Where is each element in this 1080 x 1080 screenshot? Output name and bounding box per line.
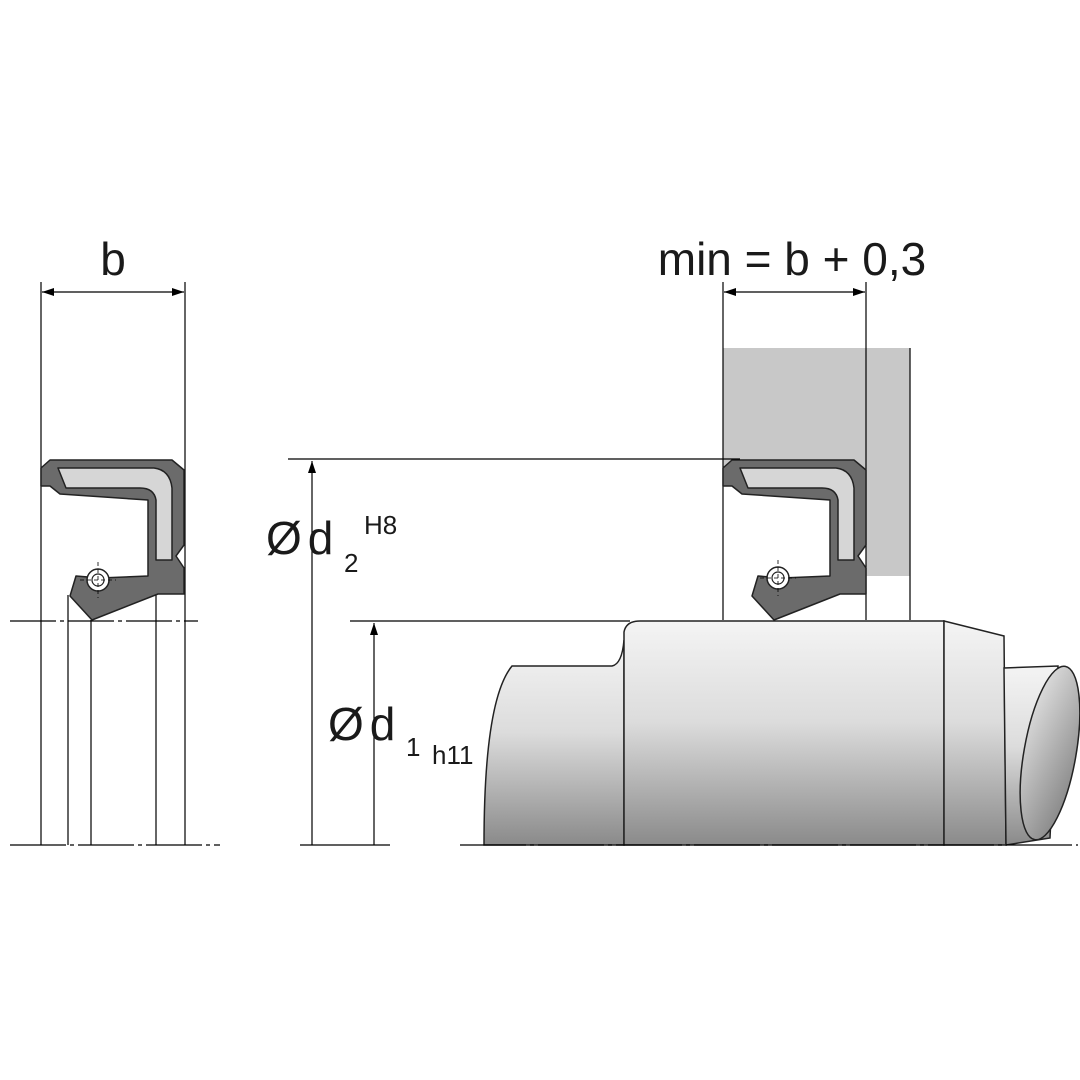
seal-metal-insert bbox=[57, 467, 173, 561]
bore-index: 2 bbox=[344, 548, 358, 578]
dimension-groove-label: min = b + 0,3 bbox=[658, 233, 927, 285]
seal-cross-section-standalone: b bbox=[10, 233, 220, 846]
dimension-b-label: b bbox=[100, 233, 126, 285]
shaft-end-face bbox=[1019, 665, 1080, 841]
bore-letter: d bbox=[308, 512, 334, 564]
installed-garter-spring bbox=[760, 560, 796, 596]
shaft-reduced-section bbox=[483, 639, 625, 846]
installed-seal-insert bbox=[739, 467, 855, 561]
shaft-symbol: Ø bbox=[328, 698, 364, 750]
garter-spring bbox=[80, 562, 116, 598]
bore-symbol: Ø bbox=[266, 512, 302, 564]
shaft-letter: d bbox=[370, 698, 396, 750]
shaft-index: 1 bbox=[406, 732, 420, 762]
bore-tolerance: H8 bbox=[364, 510, 397, 540]
seal-elastomer-body bbox=[40, 459, 185, 621]
shaft-seal-journal bbox=[623, 620, 945, 846]
shaft-chamfer bbox=[943, 620, 1007, 846]
shaft bbox=[483, 620, 1080, 846]
installed-seal-body bbox=[722, 459, 867, 621]
shaft-tolerance: h11 bbox=[432, 740, 473, 770]
